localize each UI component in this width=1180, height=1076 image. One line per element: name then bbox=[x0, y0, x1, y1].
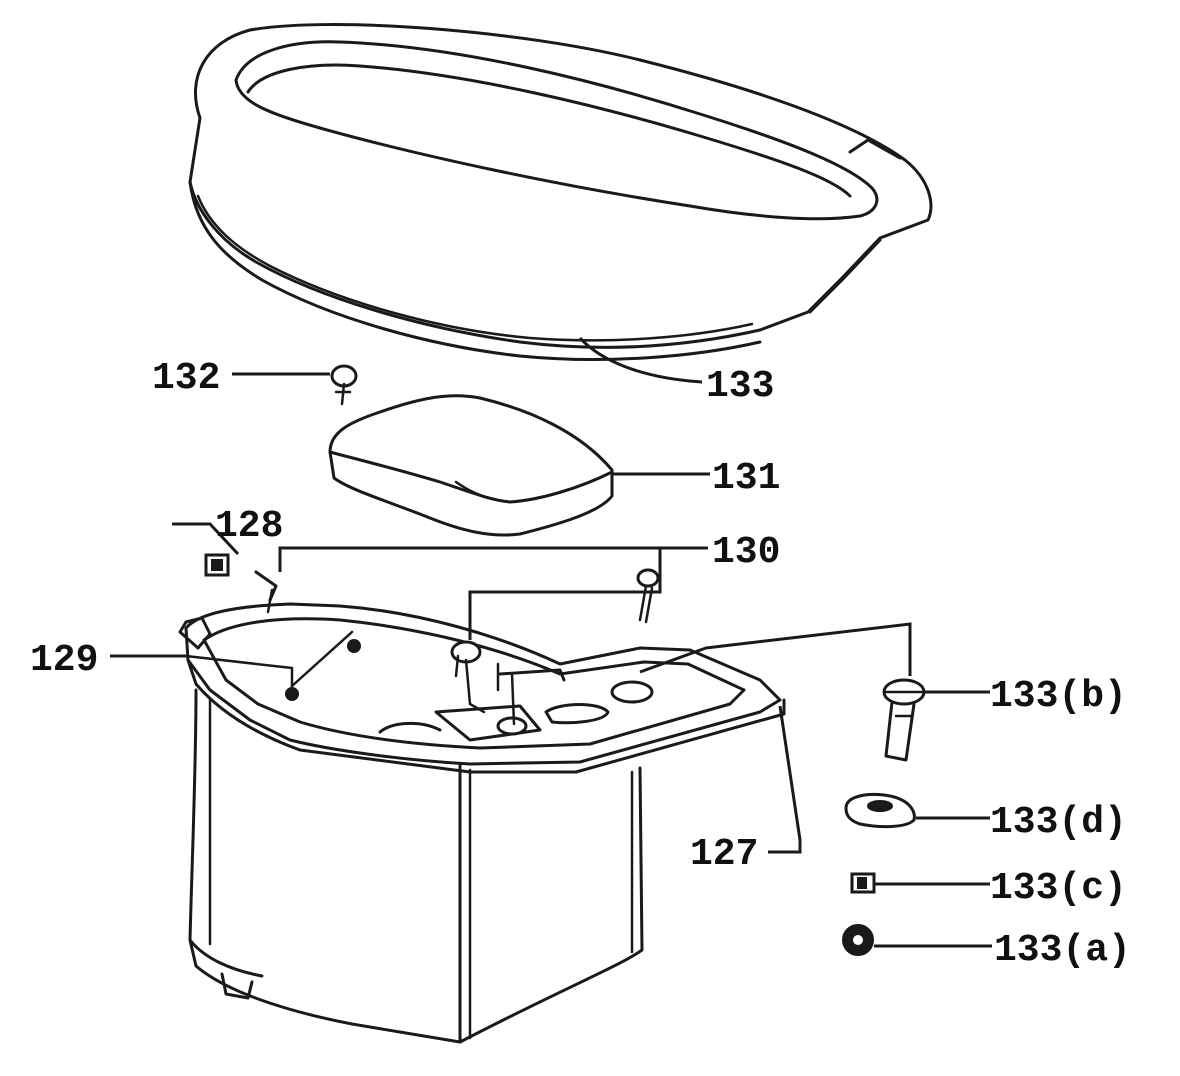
plate-bolt-left bbox=[254, 570, 278, 614]
label-127: 127 bbox=[690, 833, 758, 876]
label-133b: 133(b) bbox=[990, 675, 1127, 718]
cap-nut-part bbox=[842, 924, 874, 956]
label-132: 132 bbox=[152, 357, 220, 400]
clip-leader-line bbox=[172, 522, 240, 556]
cushion-part bbox=[328, 394, 614, 537]
label-133a: 133(a) bbox=[994, 929, 1131, 972]
label-130: 130 bbox=[712, 531, 780, 574]
screws-left-part bbox=[184, 630, 361, 701]
bolt-upper-leader bbox=[639, 622, 912, 676]
base-housing-part bbox=[178, 602, 786, 1044]
plate-bolt-right bbox=[636, 568, 660, 624]
label-128: 128 bbox=[215, 505, 283, 548]
nut-part bbox=[850, 872, 876, 894]
fasteners-lower-leader bbox=[468, 548, 662, 640]
label-133c: 133(c) bbox=[990, 867, 1127, 910]
lid-part bbox=[188, 23, 933, 362]
label-131: 131 bbox=[712, 457, 780, 500]
label-133d: 133(d) bbox=[990, 801, 1127, 844]
lid-leader-line bbox=[578, 336, 703, 384]
base-plate-leader-line bbox=[768, 705, 802, 854]
hinge-pin-part bbox=[330, 364, 358, 406]
label-129: 129 bbox=[30, 639, 98, 682]
fasteners-top-leader bbox=[278, 546, 708, 572]
label-133: 133 bbox=[706, 365, 774, 408]
washer-part bbox=[844, 793, 916, 829]
bolt-part bbox=[882, 678, 926, 762]
